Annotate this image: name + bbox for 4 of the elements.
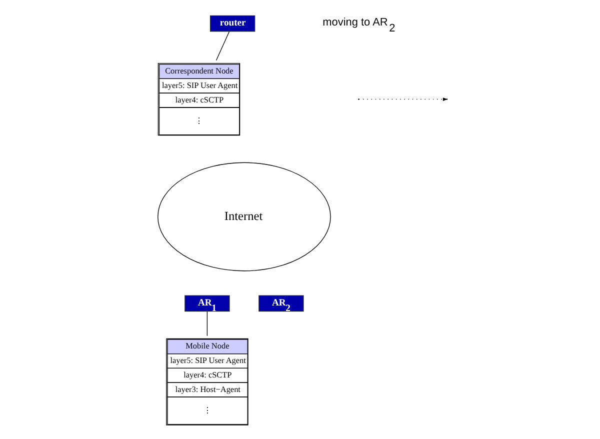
node-box: router [210, 15, 256, 32]
connector [206, 311, 208, 336]
connector [216, 31, 230, 61]
node-ellipse: Internet [158, 162, 331, 272]
